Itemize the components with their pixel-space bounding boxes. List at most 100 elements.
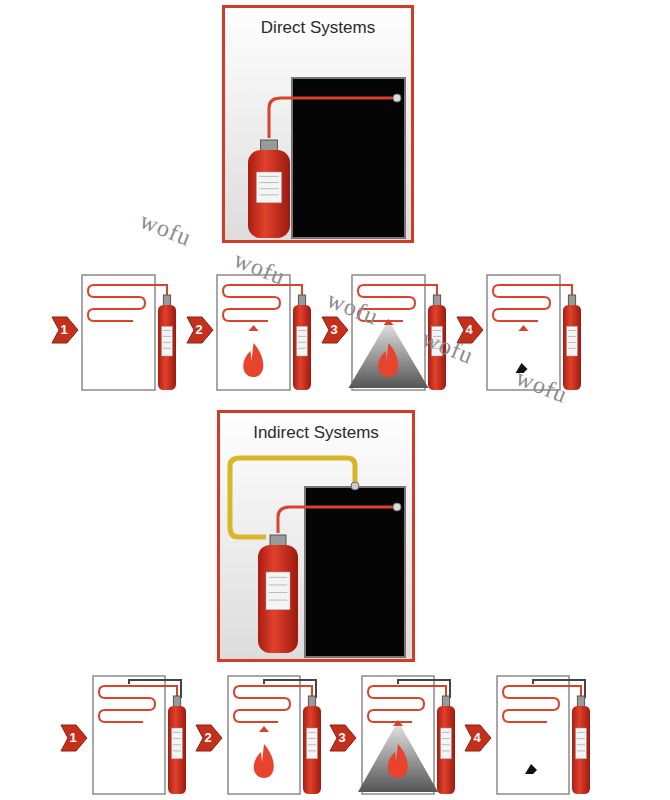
- sticker-line: [298, 348, 306, 349]
- discharge-pipe: [264, 680, 316, 698]
- sticker-line: [568, 336, 576, 337]
- tube-end: [393, 503, 401, 511]
- cylinder: [293, 305, 311, 390]
- fire: [243, 343, 263, 377]
- extinguisher: [248, 140, 290, 238]
- panel-title: Direct Systems: [225, 18, 411, 38]
- sticker-line: [259, 188, 278, 189]
- tube-link: [419, 285, 437, 295]
- callout-number: 3: [324, 322, 344, 337]
- sticker-line: [298, 342, 306, 343]
- detection-tube: [269, 98, 395, 138]
- cylinder: [248, 150, 290, 238]
- heat-marker: [393, 720, 403, 726]
- step-chevron: [196, 725, 222, 751]
- cylinder: [168, 706, 186, 794]
- detection-tube: [368, 686, 428, 722]
- step-chevron: [330, 725, 356, 751]
- callout-number: 3: [332, 730, 352, 745]
- cylinder: [258, 545, 298, 653]
- sticker: [567, 326, 578, 356]
- callout-number: 4: [459, 322, 479, 337]
- heat-marker: [384, 319, 394, 325]
- step-chevron: [322, 317, 348, 343]
- discharge-pipe: [533, 680, 585, 698]
- extinguisher: [437, 696, 455, 794]
- sticker: [441, 728, 452, 759]
- sticker-line: [308, 744, 316, 745]
- sticker-line: [259, 182, 278, 183]
- sticker-line: [269, 592, 287, 593]
- sticker-line: [269, 577, 287, 578]
- discharge-pipe: [129, 680, 181, 698]
- sticker-line: [163, 336, 171, 337]
- discharge-cone: [358, 721, 438, 792]
- cabinet-outline: [82, 275, 155, 390]
- sticker-line: [163, 330, 171, 331]
- callout-number: 2: [198, 730, 218, 745]
- cylinder: [303, 706, 321, 794]
- extinguished-residue: [525, 764, 537, 774]
- tube-link: [284, 285, 302, 295]
- sticker-line: [298, 330, 306, 331]
- sticker-line: [269, 584, 287, 585]
- sticker-line: [577, 738, 585, 739]
- detection-tube: [278, 507, 395, 533]
- sticker-line: [577, 744, 585, 745]
- fire: [378, 343, 398, 377]
- cabinet: [305, 487, 405, 657]
- detection-tube: [234, 686, 294, 722]
- callout-number: 4: [467, 730, 487, 745]
- sticker: [266, 572, 290, 610]
- cylinder: [572, 706, 590, 794]
- panel-ground: [222, 5, 414, 243]
- detection-tube: [493, 285, 554, 321]
- sticker-line: [442, 738, 450, 739]
- tube-link: [294, 686, 312, 696]
- tube-link: [554, 285, 572, 295]
- tube-link: [563, 686, 581, 696]
- sticker-line: [259, 194, 278, 195]
- extinguisher: [293, 295, 311, 390]
- callout-number: 1: [63, 730, 83, 745]
- tube-end: [393, 94, 401, 102]
- cabinet-outline: [217, 275, 290, 390]
- cabinet-outline: [93, 676, 165, 794]
- fire: [388, 744, 408, 778]
- cylinder: [437, 706, 455, 794]
- cabinet: [292, 78, 405, 238]
- sticker-line: [442, 732, 450, 733]
- tube-link: [428, 686, 446, 696]
- step-chevron: [61, 725, 87, 751]
- sticker-line: [163, 342, 171, 343]
- panel-ground: [217, 410, 415, 662]
- discharge-hose: [230, 458, 355, 537]
- step-chevron: [52, 317, 78, 343]
- system-panel: Indirect Systems: [217, 410, 415, 662]
- watermark: wofu: [136, 207, 196, 252]
- sticker-line: [577, 750, 585, 751]
- sticker: [576, 728, 587, 759]
- sticker-line: [577, 732, 585, 733]
- sticker: [172, 728, 183, 759]
- detection-tube: [88, 285, 149, 321]
- sticker-line: [308, 750, 316, 751]
- sticker-line: [568, 330, 576, 331]
- sticker-line: [163, 348, 171, 349]
- extinguisher: [158, 295, 176, 390]
- tube-link: [149, 285, 167, 295]
- detection-tube: [503, 686, 563, 722]
- sticker-line: [308, 738, 316, 739]
- detection-tube: [99, 686, 159, 722]
- heat-marker: [249, 325, 259, 331]
- step-chevron: [187, 317, 213, 343]
- heat-marker: [259, 726, 269, 732]
- sticker-line: [442, 744, 450, 745]
- callout-number: 2: [189, 322, 209, 337]
- sticker: [162, 326, 173, 356]
- cylinder: [563, 305, 581, 390]
- extinguisher: [168, 696, 186, 794]
- tube-link: [159, 686, 177, 696]
